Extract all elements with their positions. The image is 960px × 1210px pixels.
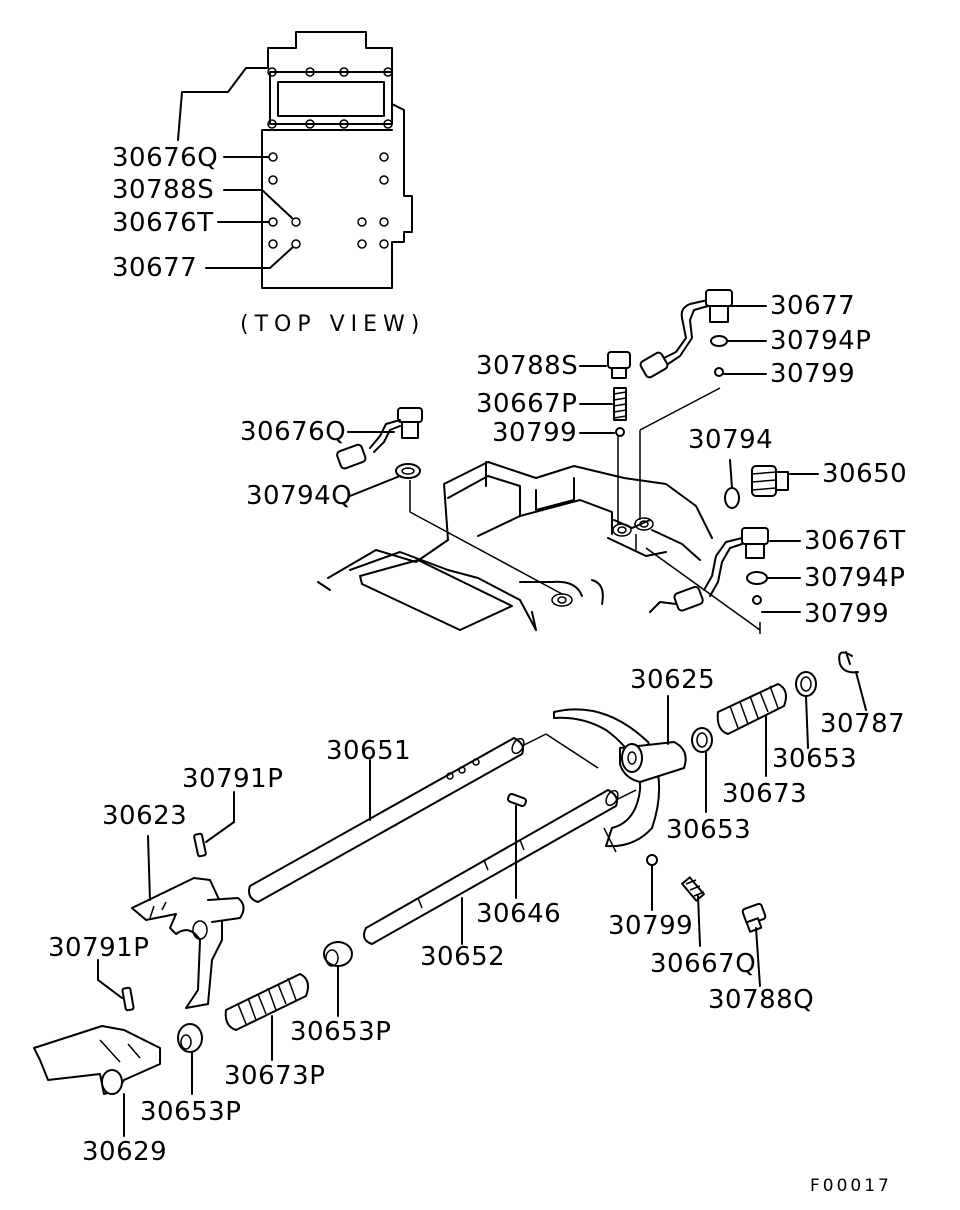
label-30653P-lower: 30653P: [140, 1097, 242, 1127]
spring-30673P: [224, 973, 309, 1031]
label-30791P-upper: 30791P: [182, 764, 284, 794]
leader-lines: [97, 305, 867, 1137]
label-30788Q: 30788Q: [708, 985, 815, 1015]
label-30652: 30652: [420, 942, 506, 972]
label-30667Q: 30667Q: [650, 949, 757, 979]
label-30677-topview: 30677: [112, 253, 198, 283]
plug-30788S: [607, 351, 631, 379]
washer-30794: [724, 487, 740, 509]
valve-body-outline: [317, 461, 713, 631]
pressure-switch-30676Q: [336, 407, 423, 479]
valve-body-holes: [551, 517, 654, 607]
shift-rail-30652: [363, 789, 619, 945]
label-30653-left: 30653: [666, 815, 752, 845]
bushing-30653-left: [691, 727, 713, 753]
top-view-caption: (TOP VIEW): [240, 312, 426, 337]
plug-30788Q: [741, 902, 767, 933]
label-30794P-upper: 30794P: [770, 326, 872, 356]
bushing-30653-right: [795, 671, 817, 697]
label-30653P-upper: 30653P: [290, 1017, 392, 1047]
label-30646: 30646: [476, 899, 562, 929]
label-30676T: 30676T: [804, 526, 906, 556]
label-30794P-lower: 30794P: [804, 563, 906, 593]
shift-lever-30629: [33, 1025, 161, 1095]
bushing-30653P-lower: [177, 1023, 203, 1053]
label-30677: 30677: [770, 291, 856, 321]
label-30623: 30623: [102, 801, 188, 831]
pin-30791P-lower: [121, 986, 135, 1012]
spring-30667P: [613, 387, 627, 437]
label-30791P-lower: 30791P: [48, 933, 150, 963]
label-30673: 30673: [722, 779, 808, 809]
label-30787: 30787: [820, 709, 906, 739]
bushing-30653P-upper: [323, 941, 353, 967]
label-30667P: 30667P: [476, 389, 578, 419]
pin-30791P-upper: [193, 832, 207, 858]
label-30673P: 30673P: [224, 1061, 326, 1091]
spring-30673: [716, 683, 787, 735]
label-30676Q-topview: 30676Q: [112, 143, 219, 173]
label-30788S: 30788S: [476, 351, 579, 381]
label-30799-middle: 30799: [492, 418, 578, 448]
figure-code: F00017: [810, 1176, 892, 1196]
dashed-guides-rail: [521, 733, 637, 801]
pressure-switch-30676T: [673, 527, 769, 612]
ball-30799: [646, 854, 658, 866]
body-dashed-guides: [409, 387, 761, 634]
label-30794: 30794: [688, 425, 774, 455]
pressure-switch-30677: [639, 289, 733, 379]
shift-fork-30623: [131, 877, 245, 1009]
label-30794Q: 30794Q: [246, 481, 353, 511]
label-30788S-topview: 30788S: [112, 175, 215, 205]
label-30799-lower: 30799: [804, 599, 890, 629]
plug-30650: [751, 465, 789, 497]
label-30799-bottom: 30799: [608, 911, 694, 941]
label-30653-right: 30653: [772, 744, 858, 774]
shift-fork-30625: [553, 708, 687, 853]
shift-rail-30651: [248, 737, 525, 903]
label-30625: 30625: [630, 665, 716, 695]
label-30629: 30629: [82, 1137, 168, 1167]
snap-ring-30787: [838, 651, 859, 674]
pin-30646: [507, 793, 527, 807]
label-30676T-topview: 30676T: [112, 208, 214, 238]
label-30651: 30651: [326, 736, 412, 766]
top-view-leader-lines: [205, 156, 294, 269]
label-30799-upper: 30799: [770, 359, 856, 389]
label-30676Q: 30676Q: [240, 417, 347, 447]
spring-30667Q: [681, 876, 705, 902]
label-30650: 30650: [822, 459, 908, 489]
